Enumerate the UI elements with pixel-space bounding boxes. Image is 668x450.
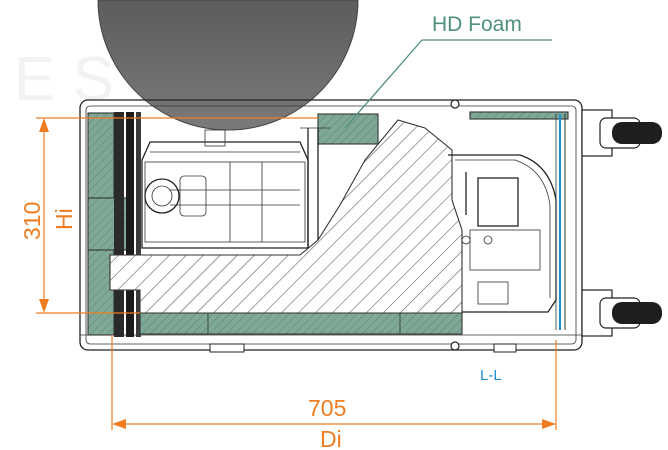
depth-value: 705: [308, 395, 346, 421]
partition-wall: [300, 127, 330, 248]
shell-fittings: [209, 99, 517, 353]
hatched-support: [109, 119, 463, 314]
outer-shell: [79, 99, 583, 351]
watermark: E S: [14, 45, 114, 114]
depth-dimension: 705 Di: [111, 335, 557, 450]
bottom-caster: [581, 289, 662, 337]
hd-foam-label: HD Foam: [432, 13, 522, 36]
equipment-unit: [141, 129, 309, 249]
top-foam-block: [317, 113, 379, 145]
hd-foam-callout: HD Foam: [344, 13, 552, 129]
left-foam-block: [87, 197, 134, 251]
bottom-foam-strip: [139, 312, 463, 335]
section-label: L-L: [480, 367, 502, 384]
depth-symbol: Di: [320, 426, 342, 450]
right-wall: [555, 114, 566, 330]
sphere-shape: [97, 0, 359, 131]
height-dimension: 310 Hi: [19, 117, 318, 314]
right-console: [448, 154, 557, 313]
dark-rail: [114, 112, 141, 337]
top-right-foam-strip: [469, 111, 569, 120]
height-value: 310: [19, 202, 45, 240]
height-symbol: Hi: [51, 208, 77, 230]
top-caster: [581, 109, 662, 157]
